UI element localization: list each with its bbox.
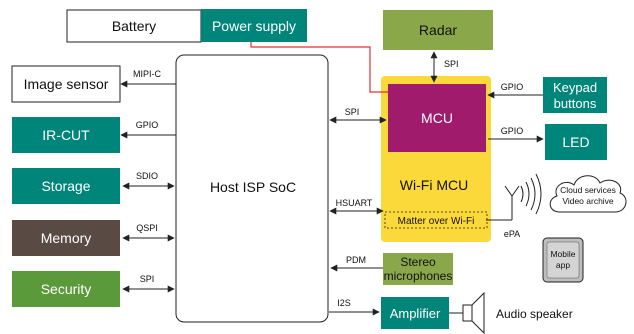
audio-speaker-label: Audio speaker bbox=[496, 307, 573, 321]
cloud-label-1: Cloud services bbox=[560, 185, 616, 195]
epa-label: ePA bbox=[504, 229, 520, 239]
speaker-icon bbox=[462, 291, 485, 334]
amplifier-block bbox=[381, 297, 449, 329]
stereo-mic-label-1: Stereo bbox=[400, 255, 436, 269]
image-sensor-block bbox=[11, 65, 121, 103]
keypad-block bbox=[543, 77, 607, 113]
sdio-label: SDIO bbox=[136, 171, 158, 181]
memory-block bbox=[12, 220, 120, 256]
host-soc-label: Host ISP SoC bbox=[210, 179, 296, 195]
ir-cut-label: IR-CUT bbox=[42, 127, 90, 143]
amplifier-label: Amplifier bbox=[390, 306, 441, 321]
cloud-icon bbox=[549, 175, 627, 213]
image-sensor-label: Image sensor bbox=[24, 76, 109, 92]
led-label: LED bbox=[562, 134, 589, 150]
led-block bbox=[545, 124, 607, 160]
spi-radar-label: SPI bbox=[444, 59, 459, 69]
security-block bbox=[12, 271, 120, 307]
qspi-label: QSPI bbox=[136, 223, 158, 233]
power-supply-block bbox=[201, 9, 307, 42]
wireless-waves-icon bbox=[520, 173, 542, 215]
mcu-label: MCU bbox=[421, 110, 453, 126]
power-supply-label: Power supply bbox=[212, 18, 296, 34]
wifi-mcu-label: Wi-Fi MCU bbox=[400, 177, 468, 193]
matter-label: Matter over Wi-Fi bbox=[398, 216, 475, 227]
mobile-app-label-1: Mobile bbox=[550, 249, 575, 259]
security-label: Security bbox=[41, 281, 92, 297]
cloud-label-2: Video archive bbox=[562, 196, 614, 206]
radar-block bbox=[383, 10, 493, 50]
gpio-led-label: GPIO bbox=[501, 126, 524, 136]
host-soc-block bbox=[175, 54, 329, 323]
ir-cut-block bbox=[12, 117, 120, 153]
spi-security-label: SPI bbox=[140, 274, 155, 284]
battery-block bbox=[66, 9, 202, 43]
radar-label: Radar bbox=[419, 22, 457, 38]
keypad-label-2: buttons bbox=[554, 96, 597, 111]
memory-label: Memory bbox=[41, 230, 92, 246]
i2s-label: I2S bbox=[337, 298, 351, 308]
battery-label: Battery bbox=[112, 18, 156, 34]
mobile-app-label-2: app bbox=[556, 260, 570, 270]
gpio-keypad-label: GPIO bbox=[501, 82, 524, 92]
stereo-mic-block bbox=[383, 253, 453, 285]
gpio-ircut-label: GPIO bbox=[136, 120, 159, 130]
power-line bbox=[250, 41, 388, 93]
mipi-c-label: MIPI-C bbox=[133, 69, 161, 79]
pdm-label: PDM bbox=[346, 255, 366, 265]
antenna-icon bbox=[486, 185, 520, 221]
spi-mcu-label: SPI bbox=[345, 107, 360, 117]
storage-block bbox=[12, 168, 120, 204]
storage-label: Storage bbox=[41, 178, 90, 194]
keypad-label-1: Keypad bbox=[553, 80, 597, 95]
stereo-mic-label-2: microphones bbox=[384, 269, 453, 283]
hsuart-label: HSUART bbox=[336, 198, 373, 208]
mcu-block bbox=[388, 84, 486, 152]
